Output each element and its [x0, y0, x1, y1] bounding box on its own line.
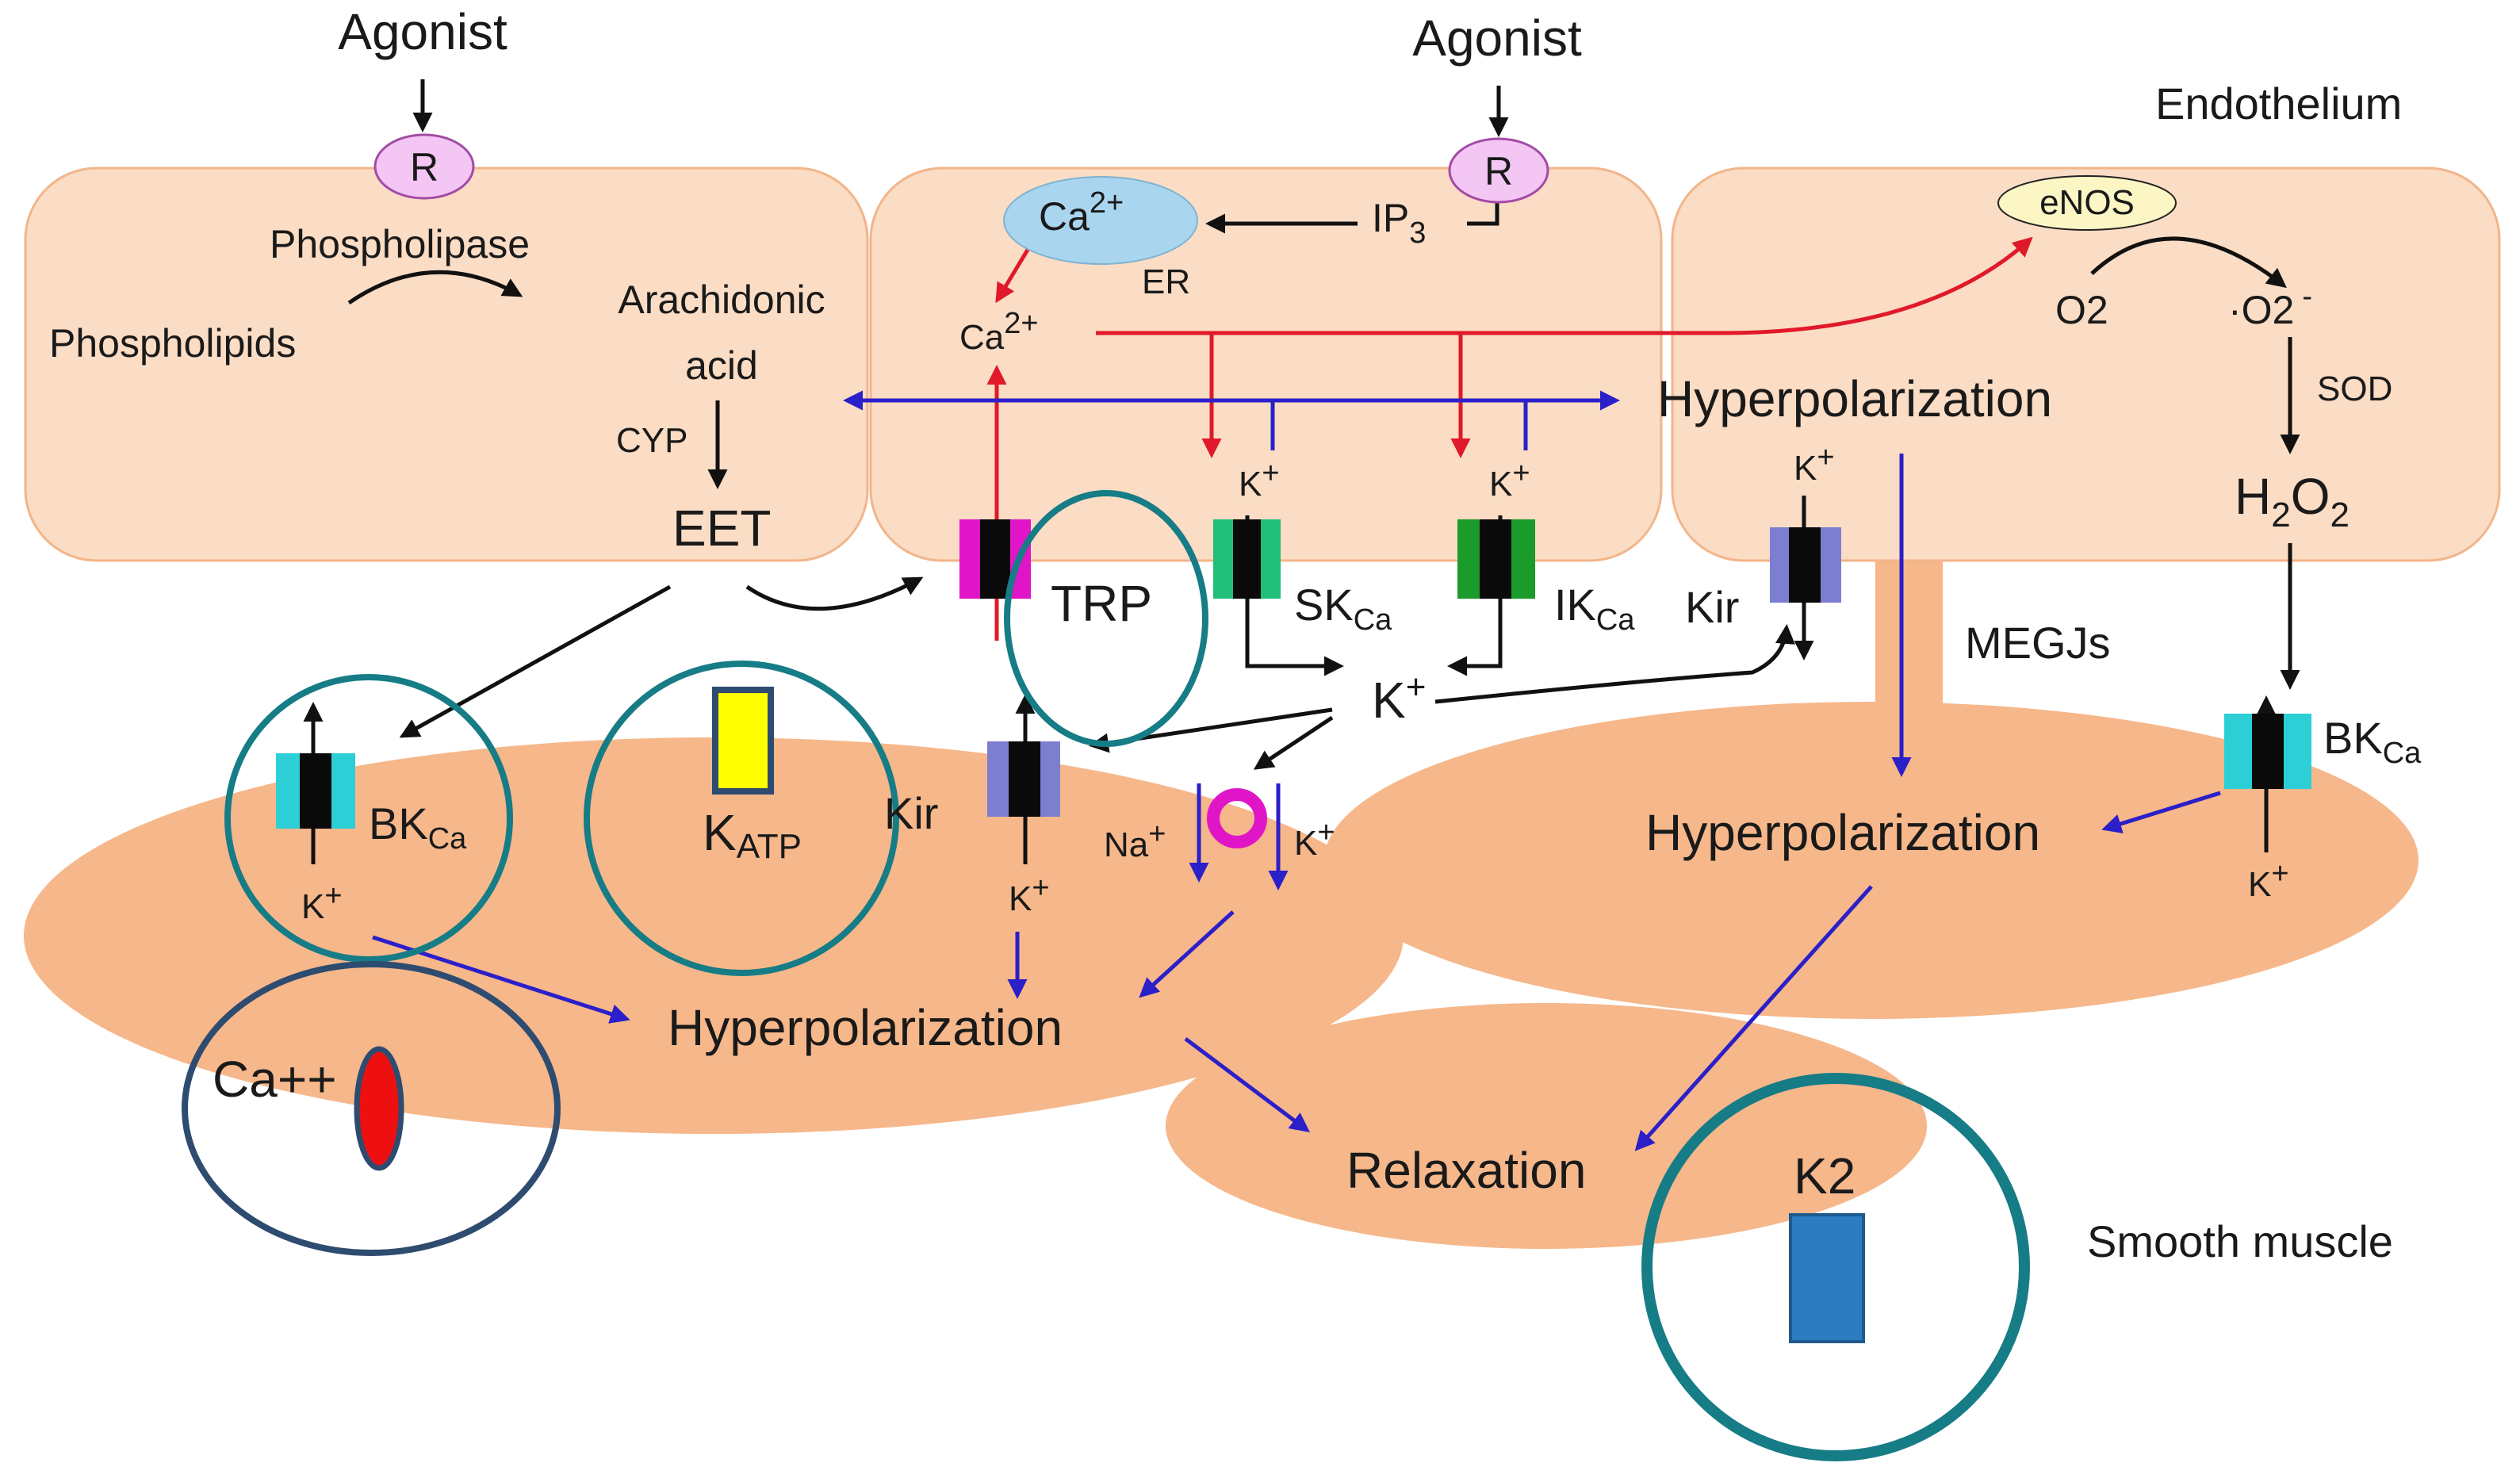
highlight-katp: [584, 661, 899, 976]
receptor-left: [373, 133, 475, 200]
receptors-organelles: [373, 133, 2177, 848]
ik-label: IKCa: [1554, 580, 1635, 637]
bk-right-label: BKCa: [2323, 713, 2422, 770]
agonist-label-left: Agonist: [338, 3, 507, 60]
megjs-label: MEGJs: [1965, 618, 2111, 668]
kir-smooth-muscle-label: Kir: [884, 788, 938, 838]
ion-channels: [276, 519, 2311, 1343]
highlight-ca-channel: [182, 961, 561, 1256]
cytosolic-calcium-label: Ca2+: [959, 307, 1039, 357]
ca-channel: [354, 1046, 404, 1171]
enos-enzyme: [1997, 175, 2177, 231]
arachidonic-label: Arachidonic: [618, 278, 825, 322]
trp-label: TRP: [1051, 575, 1152, 632]
highlight-k2: [1641, 1073, 2030, 1461]
superoxide-label: ·O2-: [2228, 280, 2312, 332]
highlight-bk-left: [224, 674, 513, 963]
k2-channel: [1789, 1213, 1865, 1343]
blue-arrows: [372, 390, 2221, 1151]
labels: Agonist Agonist R R Endothelium Smooth m…: [49, 3, 2422, 1266]
arrow-ik-to-k: [1447, 587, 1503, 676]
kir-channel-endothelial: [1770, 527, 1841, 603]
kir-channel-smooth-muscle: [987, 741, 1060, 817]
acid-label: acid: [685, 343, 758, 388]
endothelial-cell-middle: [869, 167, 1663, 562]
kir-sm-potassium-label: K+: [1009, 871, 1050, 918]
highlight-trp: [1004, 490, 1208, 747]
calcium-channel-label: Ca++: [213, 1051, 337, 1108]
sk-label: SKCa: [1294, 580, 1392, 637]
h2o2-label: H2O2: [2235, 468, 2350, 534]
er-label: ER: [1142, 262, 1190, 301]
arrow-hyper-left-to-relax: [1184, 1037, 1310, 1133]
bk-channel-left: [276, 753, 355, 829]
er-calcium-label: Ca2+: [1039, 186, 1124, 239]
arrow-pump-to-hyper: [1139, 910, 1235, 998]
pump-potassium-label: K+: [1294, 816, 1335, 863]
sk-potassium-label: K+: [1239, 457, 1280, 504]
arrow-phospholipase: [347, 270, 523, 305]
sodium-label: Na+: [1104, 818, 1166, 864]
highlight-circles: [182, 490, 2030, 1461]
cyp-label: CYP: [616, 421, 687, 460]
ik-potassium-label: K+: [1489, 457, 1530, 504]
bk-right-potassium-label: K+: [2248, 857, 2289, 904]
endothelial-cell-right: [1671, 167, 2501, 562]
receptor-label-left: R: [410, 145, 439, 190]
relaxation-label: Relaxation: [1346, 1142, 1586, 1199]
smooth-muscle-cell-right: [1324, 702, 2419, 1019]
arrow-receptor-to-ip3: [1467, 197, 1499, 226]
smooth-muscle-cell-left: [24, 737, 1404, 1134]
endoplasmic-reticulum: [1003, 176, 1198, 265]
arrow-k-to-kir-endo: [1434, 624, 1795, 704]
smooth-muscle-cell-bottom: [1166, 1003, 1927, 1249]
enos-label: eNOS: [2039, 183, 2135, 222]
arrow-eet-to-trp: [745, 576, 924, 611]
kir-endothelial-label: Kir: [1685, 582, 1739, 632]
arrow-k-to-pump: [1253, 715, 1334, 770]
ip3-label: IP3: [1372, 196, 1426, 250]
arrow-ca-to-enos: [1096, 236, 2033, 335]
kir-endo-potassium-label: K+: [1794, 441, 1835, 488]
sk-channel: [1213, 519, 1281, 599]
bk-channel-right: [2224, 714, 2311, 789]
katp-channel: [712, 687, 774, 795]
eet-label: EET: [672, 500, 771, 557]
agonist-label-right: Agonist: [1412, 10, 1582, 67]
endothelium-label: Endothelium: [2155, 79, 2402, 128]
smooth-muscle-right-hyperpolarization-label: Hyperpolarization: [1645, 804, 2040, 861]
smooth-muscle-label: Smooth muscle: [2087, 1216, 2393, 1266]
k2-label: K2: [1794, 1147, 1856, 1204]
phospholipase-label: Phospholipase: [270, 222, 530, 266]
phospholipids-label: Phospholipids: [49, 321, 296, 366]
sod-label: SOD: [2317, 370, 2392, 408]
receptor-label-right: R: [1484, 149, 1513, 193]
arrow-bk-right-to-hyper: [2101, 791, 2221, 834]
ik-channel: [1457, 519, 1535, 599]
arrow-hyper-right-to-relax: [1634, 885, 1873, 1151]
arrow-enos-reaction: [2090, 236, 2287, 289]
potassium-center-label: K+: [1372, 668, 1426, 729]
receptor-right: [1448, 137, 1549, 204]
endothelium-layer: [24, 167, 2501, 562]
o2-label: O2: [2055, 288, 2108, 332]
megj-bridge: [1875, 547, 1943, 706]
na-k-pump: [1207, 788, 1267, 848]
arrow-eet-to-bk-left: [399, 584, 672, 738]
endothelial-hyperpolarization-label: Hyperpolarization: [1657, 370, 2052, 427]
bk-left-potassium-label: K+: [301, 879, 343, 926]
arrow-sk-to-k: [1245, 587, 1344, 676]
katp-label: KATP: [703, 804, 802, 866]
smooth-muscle-layer: [24, 547, 2419, 1249]
bk-left-label: BKCa: [369, 798, 467, 856]
smooth-muscle-left-hyperpolarization-label: Hyperpolarization: [668, 999, 1063, 1056]
